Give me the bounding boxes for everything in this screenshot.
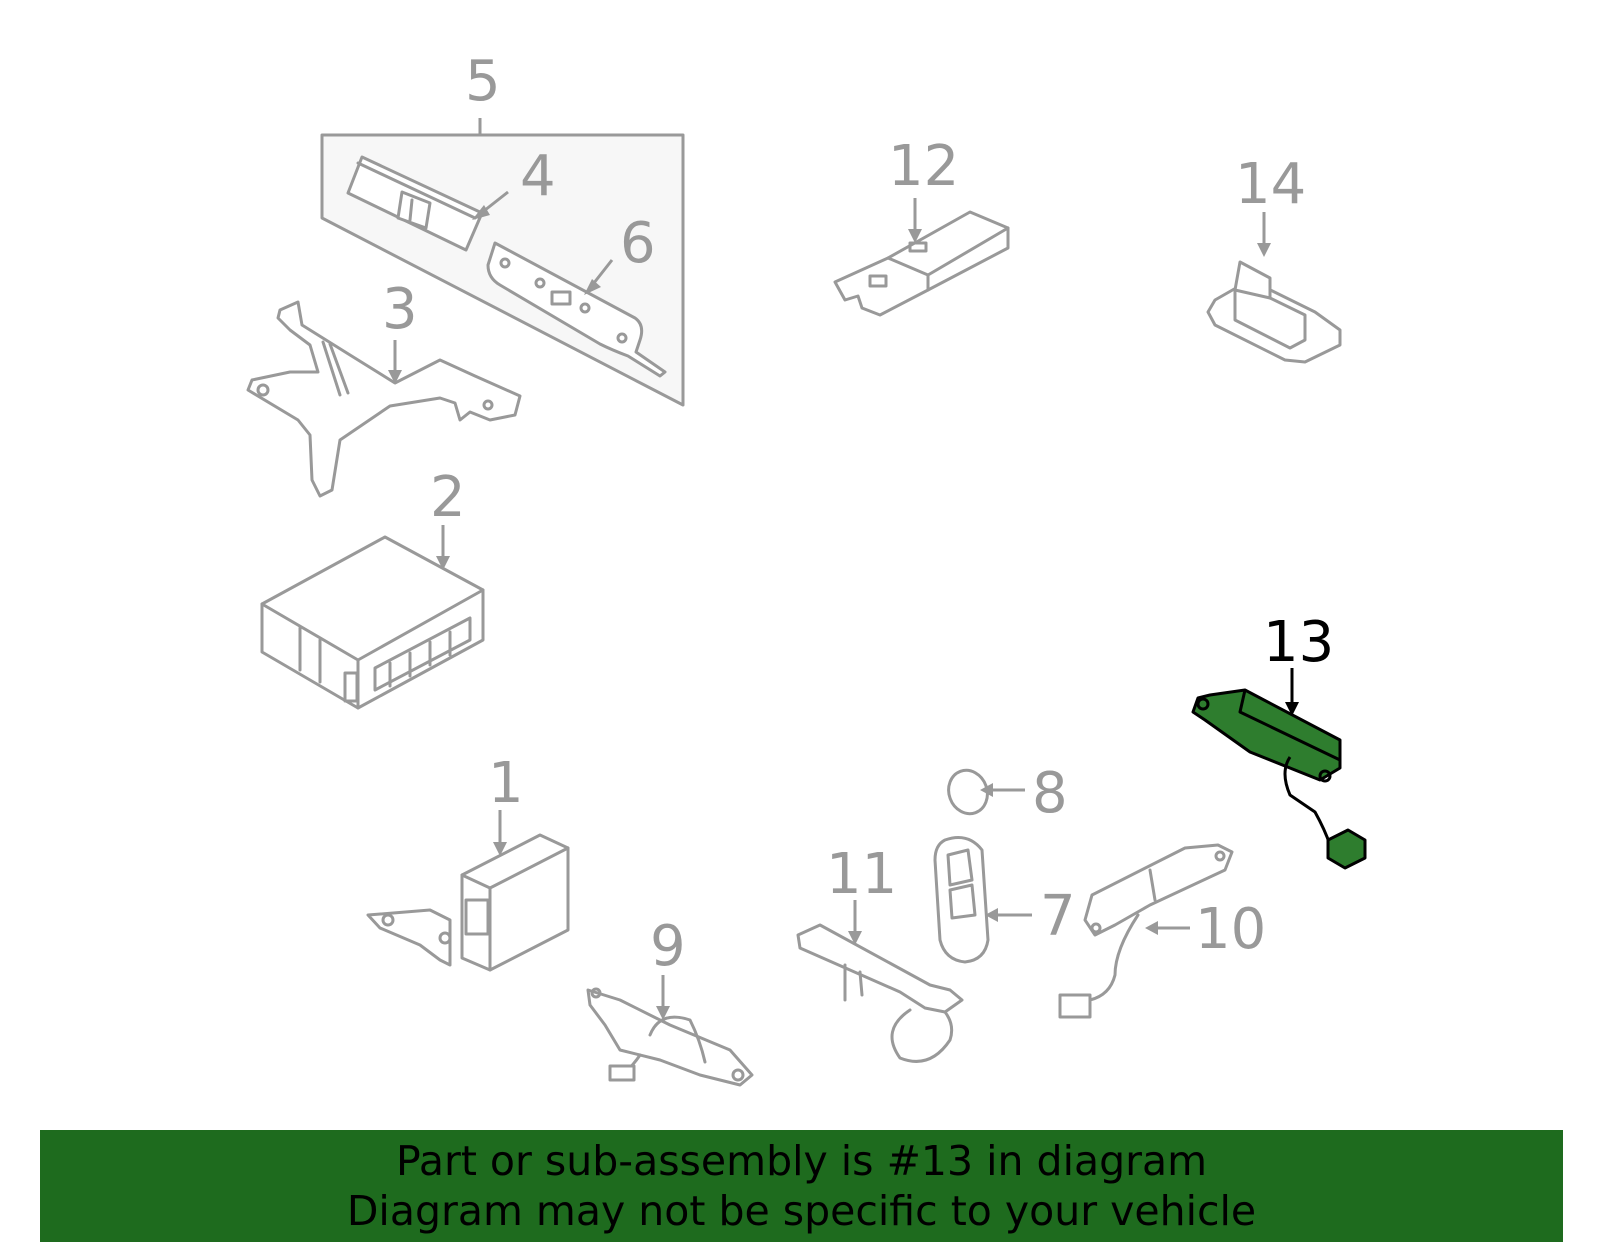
callout-4: 4 [520,144,556,209]
part-11-antenna[interactable] [796,900,964,1063]
callout-10: 10 [1195,897,1266,962]
part-13-highlighted[interactable] [1191,668,1367,870]
callout-7: 7 [1040,884,1076,949]
banner-line-1: Part or sub-assembly is #13 in diagram [395,1137,1208,1185]
callout-13: 13 [1263,610,1334,675]
callout-3: 3 [382,277,418,342]
callout-9: 9 [650,914,686,979]
part-6-bracket[interactable] [486,241,667,378]
callout-11: 11 [826,842,897,907]
part-7-key-fob[interactable] [933,836,1032,964]
info-banner: Part or sub-assembly is #13 in diagram D… [40,1130,1563,1242]
part-12-antenna[interactable] [833,198,1010,317]
callout-8: 8 [1032,761,1068,826]
callout-12: 12 [888,134,959,199]
part-9-antenna[interactable] [586,975,754,1087]
part-8-cap[interactable] [943,765,1025,819]
part-3-bracket[interactable] [246,300,522,498]
banner-line-2: Diagram may not be specific to your vehi… [346,1187,1257,1235]
part-2-control-module[interactable] [260,525,485,710]
callout-1: 1 [488,751,524,816]
callout-5: 5 [465,49,501,114]
callout-6: 6 [620,211,656,276]
callout-2: 2 [430,465,466,530]
part-10-antenna[interactable] [1058,843,1234,1019]
callout-14: 14 [1235,152,1306,217]
part-1-module[interactable] [366,810,570,972]
part-4-switch[interactable] [346,155,509,252]
part-14-lamp[interactable] [1206,212,1342,364]
